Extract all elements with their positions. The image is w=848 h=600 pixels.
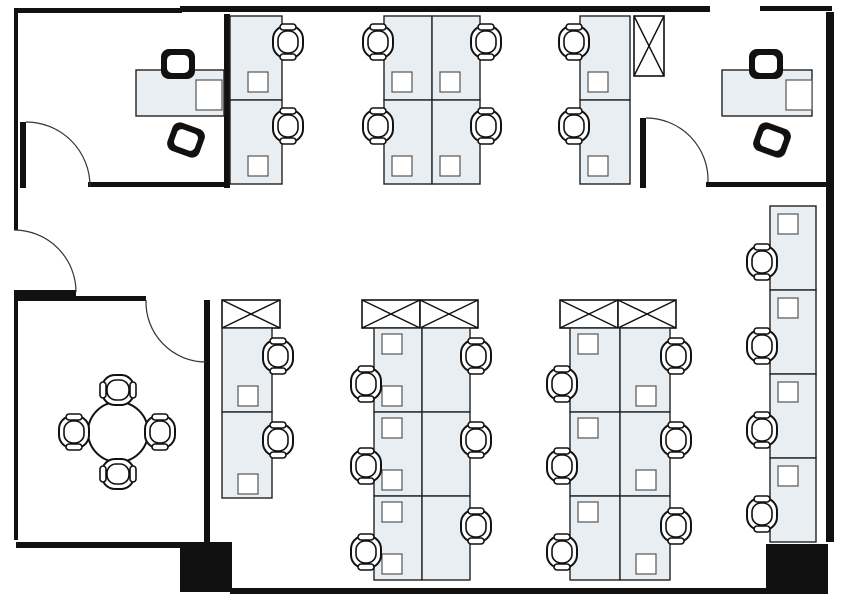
chair-icon bbox=[749, 49, 783, 79]
workstation bbox=[421, 495, 471, 581]
cpu-box bbox=[381, 553, 403, 575]
chair-icon bbox=[546, 447, 578, 485]
cpu-box bbox=[587, 155, 609, 177]
chair-icon bbox=[362, 107, 394, 145]
chair-icon bbox=[746, 327, 778, 365]
chair-icon bbox=[99, 374, 137, 406]
chair-icon bbox=[58, 413, 90, 451]
partition bbox=[88, 182, 228, 187]
chair-icon bbox=[460, 421, 492, 459]
cpu-box bbox=[785, 79, 813, 111]
cpu-box bbox=[777, 213, 799, 235]
workstation bbox=[421, 411, 471, 497]
storage-x-icon bbox=[617, 299, 677, 329]
chair-icon bbox=[660, 337, 692, 375]
partition bbox=[16, 296, 146, 301]
cpu-box bbox=[439, 71, 461, 93]
table-icon bbox=[87, 401, 149, 463]
cpu-box bbox=[635, 385, 657, 407]
chair-icon bbox=[167, 122, 205, 158]
chair-icon bbox=[546, 533, 578, 571]
cpu-box bbox=[247, 71, 269, 93]
chair-icon bbox=[350, 447, 382, 485]
wall-top bbox=[14, 8, 182, 13]
chair-icon bbox=[746, 495, 778, 533]
cpu-box bbox=[237, 385, 259, 407]
chair-icon bbox=[470, 23, 502, 61]
chair-icon bbox=[470, 107, 502, 145]
chair-icon bbox=[272, 23, 304, 61]
workstation bbox=[421, 327, 471, 413]
door-swing-icon bbox=[25, 121, 91, 187]
cpu-box bbox=[577, 333, 599, 355]
cpu-box bbox=[777, 297, 799, 319]
chair-icon bbox=[272, 107, 304, 145]
cpu-box bbox=[777, 381, 799, 403]
wall-bottom bbox=[230, 588, 768, 594]
cpu-box bbox=[381, 333, 403, 355]
chair-icon bbox=[99, 458, 137, 490]
storage-x-icon bbox=[361, 299, 421, 329]
cpu-box bbox=[577, 417, 599, 439]
chair-icon bbox=[753, 122, 791, 158]
cpu-box bbox=[439, 155, 461, 177]
cpu-box bbox=[635, 469, 657, 491]
chair-icon bbox=[746, 243, 778, 281]
column-right bbox=[766, 544, 828, 594]
cpu-box bbox=[381, 385, 403, 407]
door-swing-icon bbox=[645, 117, 709, 183]
cpu-box bbox=[247, 155, 269, 177]
column-left bbox=[180, 542, 232, 592]
chair-icon bbox=[660, 421, 692, 459]
partition bbox=[706, 182, 826, 187]
cpu-box bbox=[577, 501, 599, 523]
storage-x-icon bbox=[559, 299, 619, 329]
cpu-box bbox=[195, 79, 223, 111]
storage-x-icon bbox=[633, 15, 665, 77]
partition bbox=[204, 300, 210, 544]
chair-icon bbox=[460, 337, 492, 375]
chair-icon bbox=[350, 533, 382, 571]
chair-icon bbox=[558, 23, 590, 61]
cpu-box bbox=[237, 473, 259, 495]
cpu-box bbox=[381, 417, 403, 439]
chair-icon bbox=[262, 337, 294, 375]
cpu-box bbox=[587, 71, 609, 93]
partition bbox=[640, 118, 646, 188]
chair-icon bbox=[460, 507, 492, 545]
cpu-box bbox=[391, 155, 413, 177]
furniture bbox=[87, 15, 817, 581]
wall-left bbox=[16, 290, 76, 296]
wall-left bbox=[14, 290, 18, 540]
door-swing-icon bbox=[13, 229, 77, 293]
chair-icon bbox=[350, 365, 382, 403]
chair-icon bbox=[546, 365, 578, 403]
cpu-box bbox=[381, 469, 403, 491]
wall-bottom bbox=[16, 542, 216, 548]
wall-right bbox=[826, 12, 834, 542]
chair-icon bbox=[362, 23, 394, 61]
storage-x-icon bbox=[221, 299, 281, 329]
cpu-box bbox=[381, 501, 403, 523]
wall-top bbox=[180, 6, 710, 12]
door-swing-icon bbox=[145, 299, 207, 363]
storage-x-icon bbox=[419, 299, 479, 329]
wall-left bbox=[14, 8, 18, 230]
chair-icon bbox=[144, 413, 176, 451]
cpu-box bbox=[391, 71, 413, 93]
cpu-box bbox=[777, 465, 799, 487]
wall-top bbox=[760, 6, 832, 11]
chair-icon bbox=[660, 507, 692, 545]
chair-icon bbox=[161, 49, 195, 79]
partition bbox=[224, 14, 230, 188]
chair-icon bbox=[746, 411, 778, 449]
partition bbox=[20, 122, 26, 188]
chair-icon bbox=[558, 107, 590, 145]
cpu-box bbox=[635, 553, 657, 575]
walls bbox=[13, 6, 834, 594]
chair-icon bbox=[262, 421, 294, 459]
chairs bbox=[58, 23, 791, 571]
